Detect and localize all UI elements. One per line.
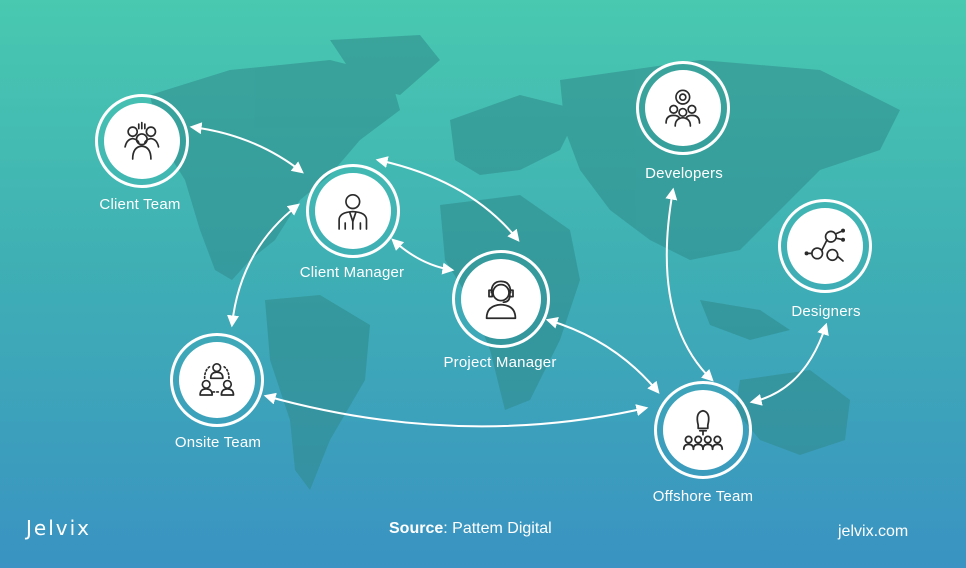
source-credit: Source: Pattem Digital: [389, 520, 552, 538]
arrow-project-manager-offshore-team: [545, 316, 660, 394]
developers-node: [636, 61, 730, 155]
onsite-team-label: Onsite Team: [174, 434, 262, 451]
project-manager-node: [452, 250, 550, 348]
arrow-client-manager-project-manager-top: [375, 156, 520, 242]
offshore-team-node: [654, 381, 752, 479]
arrow-developers-offshore-team: [665, 187, 714, 382]
site-url: jelvix.com: [838, 523, 909, 540]
client-team-node: [95, 94, 189, 188]
client-team-label: Client Team: [99, 196, 181, 213]
businessman-icon: [338, 194, 368, 231]
project-manager-label: Project Manager: [443, 354, 557, 371]
onsite-team-node: [170, 333, 264, 427]
developers-label: Developers: [645, 165, 723, 182]
group-of-people-icon: [124, 121, 160, 161]
arrow-designers-offshore-team: [749, 322, 829, 406]
designers-label: Designers: [791, 303, 861, 320]
arrow-onsite-team-offshore-team: [263, 392, 649, 428]
headset-operator-icon: [485, 280, 517, 320]
offshore-team-label: Offshore Team: [652, 488, 754, 505]
arrow-client-manager-project-manager: [391, 238, 455, 275]
team-network-icon: [199, 363, 235, 397]
arrow-client-team-client-manager: [189, 122, 304, 174]
source-text: : Pattem Digital: [443, 520, 552, 537]
connected-people-icon: [804, 228, 846, 263]
brand-logo: Jelvix: [26, 516, 91, 540]
idea-team-icon: [682, 409, 724, 451]
arrow-client-manager-onsite-team: [227, 203, 300, 328]
client-manager-label: Client Manager: [299, 264, 405, 281]
designers-node: [778, 199, 872, 293]
gear-team-icon: [665, 89, 701, 128]
source-label: Source: [389, 520, 444, 537]
client-manager-node: [306, 164, 400, 258]
